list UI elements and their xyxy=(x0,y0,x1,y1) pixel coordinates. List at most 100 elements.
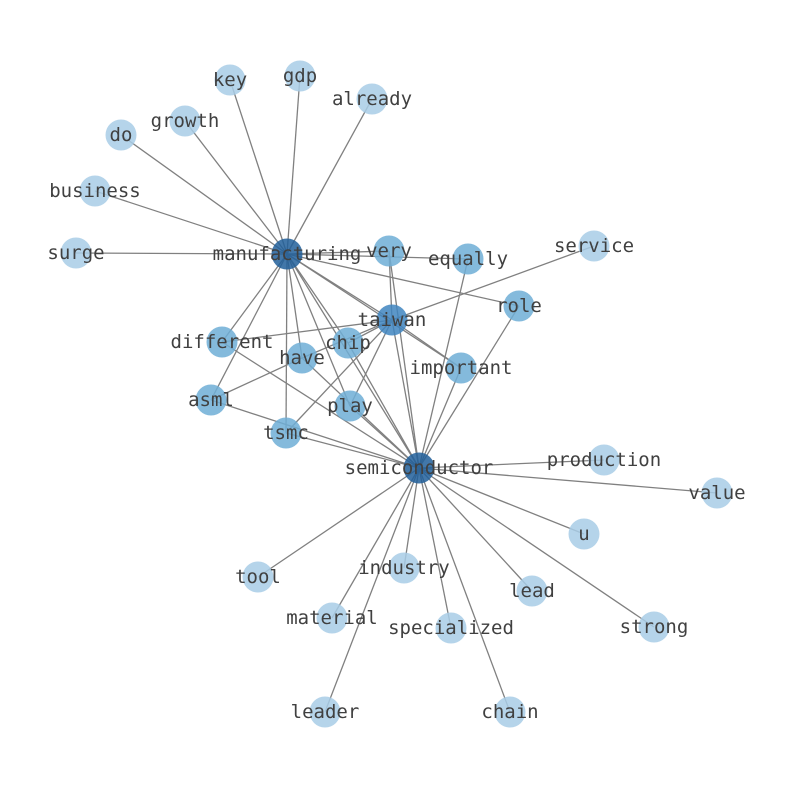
node-lead xyxy=(516,575,548,607)
edge-manufacturing-role xyxy=(286,253,520,307)
edge-manufacturing-chip xyxy=(286,253,349,344)
edge-semiconductor-strong xyxy=(418,467,655,628)
edge-manufacturing-do xyxy=(120,134,288,255)
edge-semiconductor-leader xyxy=(324,467,420,713)
edge-manufacturing-important xyxy=(286,253,462,369)
node-label-strong: strong xyxy=(620,616,689,638)
edge-manufacturing-business xyxy=(94,190,288,255)
edge-manufacturing-growth xyxy=(184,120,288,255)
node-leader xyxy=(309,696,341,728)
edge-manufacturing-tsmc xyxy=(285,253,288,434)
node-tool xyxy=(242,561,274,593)
node-tsmc xyxy=(270,417,302,449)
node-label-very: very xyxy=(366,240,412,262)
edge-taiwan-different xyxy=(221,319,393,343)
node-label-role: role xyxy=(496,295,542,317)
node-service xyxy=(578,230,610,262)
edge-manufacturing-very xyxy=(286,250,390,255)
node-chip xyxy=(332,327,364,359)
node-specialized xyxy=(435,612,467,644)
node-label-surge: surge xyxy=(47,242,104,264)
edge-semiconductor-industry xyxy=(403,467,420,569)
edge-have-asml xyxy=(210,357,303,401)
node-production xyxy=(588,444,620,476)
node-already xyxy=(356,83,388,115)
edge-semiconductor-equally xyxy=(418,258,469,469)
edge-semiconductor-lead xyxy=(418,467,533,592)
node-label-tsmc: tsmc xyxy=(263,422,309,444)
node-value xyxy=(701,477,733,509)
node-label-taiwan: taiwan xyxy=(358,309,427,331)
edge-semiconductor-production xyxy=(418,459,605,469)
node-important xyxy=(445,352,477,384)
node-label-service: service xyxy=(554,235,634,257)
node-label-key: key xyxy=(213,69,247,91)
node-play xyxy=(334,390,366,422)
node-label-material: material xyxy=(286,607,378,629)
edge-manufacturing-have xyxy=(286,253,303,359)
node-different xyxy=(206,326,238,358)
node-label-value: value xyxy=(688,482,745,504)
node-label-important: important xyxy=(410,357,513,379)
edge-semiconductor-chip xyxy=(347,342,420,469)
edge-semiconductor-chain xyxy=(418,467,511,713)
edge-manufacturing-gdp xyxy=(286,75,301,255)
node-label-growth: growth xyxy=(151,110,220,132)
node-label-chip: chip xyxy=(325,332,371,354)
edge-semiconductor-different xyxy=(221,341,420,469)
node-equally xyxy=(452,243,484,275)
node-semiconductor xyxy=(403,452,435,484)
edge-taiwan-tsmc xyxy=(285,319,393,434)
node-label-production: production xyxy=(547,449,661,471)
node-label-specialized: specialized xyxy=(388,617,514,639)
edge-semiconductor-value xyxy=(418,467,718,494)
edge-semiconductor-asml xyxy=(210,399,420,469)
edge-semiconductor-specialized xyxy=(418,467,452,629)
node-very xyxy=(373,235,405,267)
edge-semiconductor-material xyxy=(331,467,420,619)
node-label-asml: asml xyxy=(188,389,234,411)
edge-taiwan-service xyxy=(391,245,595,321)
node-label-leader: leader xyxy=(291,701,360,723)
node-label-u: u xyxy=(578,523,589,545)
node-label-already: already xyxy=(332,88,412,110)
edge-semiconductor-very xyxy=(388,250,420,469)
node-label-semiconductor: semiconductor xyxy=(345,457,494,479)
node-label-lead: lead xyxy=(509,580,555,602)
edge-semiconductor-important xyxy=(418,367,462,469)
node-material xyxy=(316,602,348,634)
node-business xyxy=(79,175,111,207)
node-strong xyxy=(638,611,670,643)
node-label-business: business xyxy=(49,180,141,202)
edge-taiwan-semiconductor xyxy=(391,319,420,469)
node-label-chain: chain xyxy=(481,701,538,723)
node-gdp xyxy=(284,60,316,92)
edge-manufacturing-key xyxy=(229,79,288,255)
node-label-different: different xyxy=(171,331,274,353)
node-label-do: do xyxy=(110,124,133,146)
node-label-gdp: gdp xyxy=(283,65,317,87)
edge-taiwan-play xyxy=(349,319,393,407)
node-role xyxy=(503,290,535,322)
edge-manufacturing-asml xyxy=(210,253,288,401)
node-do xyxy=(105,119,137,151)
node-have xyxy=(286,342,318,374)
edge-manufacturing-different xyxy=(221,253,288,343)
edge-semiconductor-role xyxy=(418,305,520,469)
node-surge xyxy=(60,237,92,269)
node-key xyxy=(214,64,246,96)
edge-manufacturing-surge xyxy=(75,252,288,255)
node-u xyxy=(568,518,600,550)
node-label-have: have xyxy=(279,347,325,369)
node-label-industry: industry xyxy=(358,557,450,579)
node-label-manufacturing: manufacturing xyxy=(213,243,362,265)
node-label-play: play xyxy=(327,395,373,417)
node-manufacturing xyxy=(271,238,303,270)
node-industry xyxy=(388,552,420,584)
edge-manufacturing-already xyxy=(286,98,373,255)
edge-semiconductor-u xyxy=(418,467,585,535)
edge-semiconductor-tool xyxy=(257,467,420,578)
node-asml xyxy=(195,384,227,416)
node-chain xyxy=(494,696,526,728)
